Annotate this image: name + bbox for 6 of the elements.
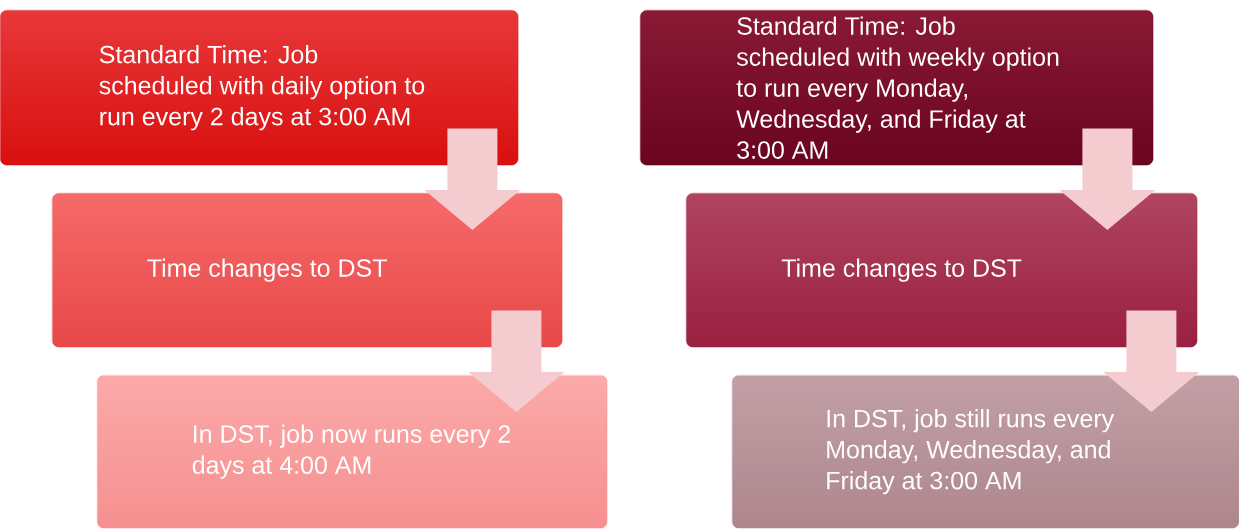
- process-box: Time changes to DST: [52, 193, 563, 348]
- process-box: In DST, job still runs every Monday, Wednesday, and Friday at 3:00 AM: [732, 375, 1239, 529]
- process-box: Standard Time: Job scheduled with daily option to run every 2 days at 3:00 AM: [0, 10, 519, 166]
- process-box: Time changes to DST: [686, 193, 1198, 348]
- process-box: In DST, job now runs every 2 days at 4:00 AM: [97, 375, 608, 529]
- process-box: Standard Time: Job scheduled with weekly option to run every Monday, Wednesday, and Friday at 3:00 AM: [640, 10, 1154, 166]
